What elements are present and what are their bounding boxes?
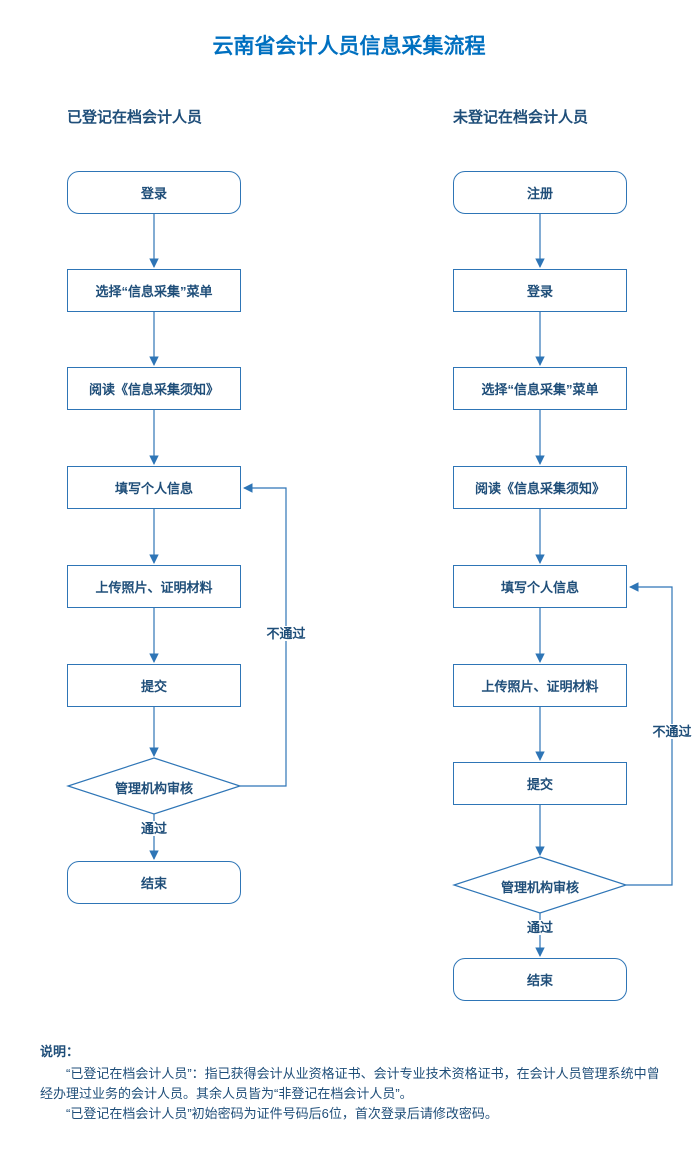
- node-right-fill-info: 填写个人信息: [453, 565, 627, 608]
- node-right-fill-info-label: 填写个人信息: [500, 580, 579, 595]
- left-decision-diamond: [66, 757, 242, 815]
- left-column-header: 已登记在档会计人员: [67, 109, 203, 126]
- node-right-upload: 上传照片、证明材料: [453, 664, 627, 707]
- node-left-submit: 提交: [67, 664, 241, 707]
- right-decision-diamond: [452, 856, 628, 914]
- right-fail-label: 不通过: [632, 724, 698, 739]
- node-right-submit-label: 提交: [526, 777, 553, 792]
- node-left-upload-label: 上传照片、证明材料: [95, 580, 213, 595]
- node-left-select-menu: 选择“信息采集”菜单: [67, 269, 241, 312]
- left-decision-label: 管理机构审核: [114, 781, 193, 796]
- node-left-login-label: 登录: [140, 186, 167, 201]
- node-left-fill-info-label: 填写个人信息: [114, 481, 193, 496]
- notes-paragraph-2: “已登记在档会计人员”初始密码为证件号码后6位，首次登录后请修改密码。: [66, 1106, 498, 1122]
- node-right-read-notice-label: 阅读《信息采集须知》: [474, 481, 605, 496]
- node-right-select-menu-label: 选择“信息采集”菜单: [481, 382, 599, 397]
- node-left-select-menu-label: 选择“信息采集”菜单: [95, 284, 213, 299]
- node-right-register-label: 注册: [526, 186, 553, 201]
- node-right-register: 注册: [453, 171, 627, 214]
- right-column-header: 未登记在档会计人员: [453, 109, 589, 126]
- notes-heading: 说明：: [40, 1044, 80, 1059]
- node-left-fill-info: 填写个人信息: [67, 466, 241, 509]
- node-right-submit: 提交: [453, 762, 627, 805]
- node-right-end: 结束: [453, 958, 627, 1001]
- node-left-upload: 上传照片、证明材料: [67, 565, 241, 608]
- notes-section: 说明： “已登记在档会计人员”：指已获得会计从业资格证书、会计专业技术资格证书，…: [40, 1042, 668, 1125]
- right-decision-label: 管理机构审核: [500, 880, 579, 895]
- node-left-login: 登录: [67, 171, 241, 214]
- notes-paragraph-1: “已登记在档会计人员”：指已获得会计从业资格证书、会计专业技术资格证书，在会计人…: [40, 1066, 660, 1102]
- node-right-read-notice: 阅读《信息采集须知》: [453, 466, 627, 509]
- page-title: 云南省会计人员信息采集流程: [212, 35, 486, 58]
- node-left-read-notice: 阅读《信息采集须知》: [67, 367, 241, 410]
- node-right-select-menu: 选择“信息采集”菜单: [453, 367, 627, 410]
- node-right-login: 登录: [453, 269, 627, 312]
- node-left-submit-label: 提交: [140, 679, 167, 694]
- node-right-end-label: 结束: [526, 973, 553, 988]
- node-right-upload-label: 上传照片、证明材料: [481, 679, 599, 694]
- left-pass-label: 通过: [114, 821, 194, 836]
- node-left-end-label: 结束: [140, 876, 167, 891]
- right-pass-label: 通过: [500, 920, 580, 935]
- node-right-login-label: 登录: [526, 284, 553, 299]
- left-fail-label: 不通过: [246, 626, 326, 641]
- node-left-read-notice-label: 阅读《信息采集须知》: [88, 382, 219, 397]
- node-left-end: 结束: [67, 861, 241, 904]
